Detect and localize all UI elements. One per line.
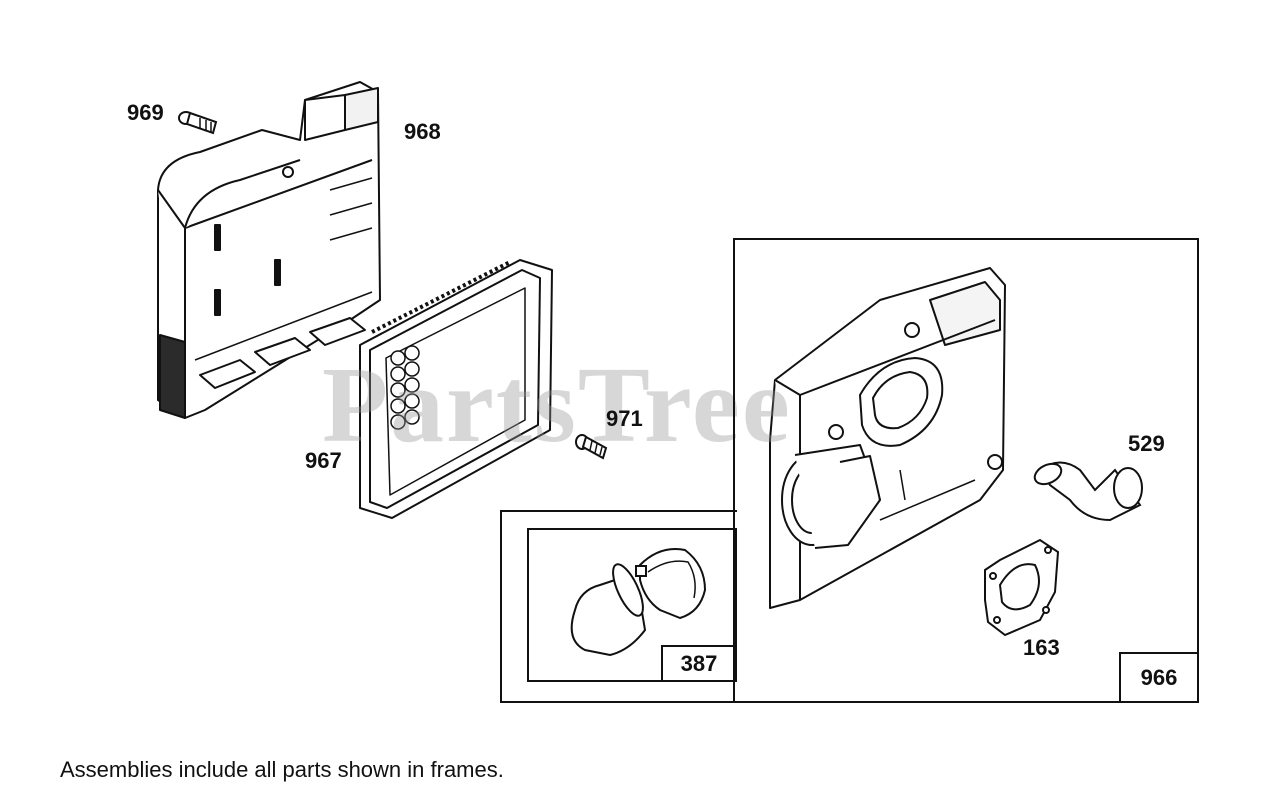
bolt-969-drawing [178, 111, 218, 135]
filter-element-387-drawing [570, 548, 707, 657]
callout-969: 969 [127, 100, 164, 125]
callout-967: 967 [305, 448, 342, 473]
assembly-footnote: Assemblies include all parts shown in fr… [60, 757, 504, 782]
air-filter-967-drawing [359, 259, 553, 519]
callout-971: 971 [606, 406, 643, 431]
callout-163: 163 [1023, 635, 1060, 660]
carburetor-body-966-drawing [769, 267, 1006, 609]
callout-529: 529 [1128, 431, 1165, 456]
assembly-frame-966 [733, 238, 1199, 703]
assembly-frame-966-lower [500, 510, 737, 703]
air-cleaner-base-968-drawing [157, 81, 381, 419]
watermark-text: PartsTree [322, 346, 792, 465]
frame-tag-387: 387 [661, 645, 735, 680]
screw-971-drawing [575, 434, 608, 460]
frame-tag-966: 966 [1119, 652, 1197, 701]
callout-968: 968 [404, 119, 441, 144]
gasket-163-drawing [984, 538, 1060, 637]
elbow-529-drawing [1033, 461, 1143, 522]
assembly-frame-387 [527, 528, 737, 682]
